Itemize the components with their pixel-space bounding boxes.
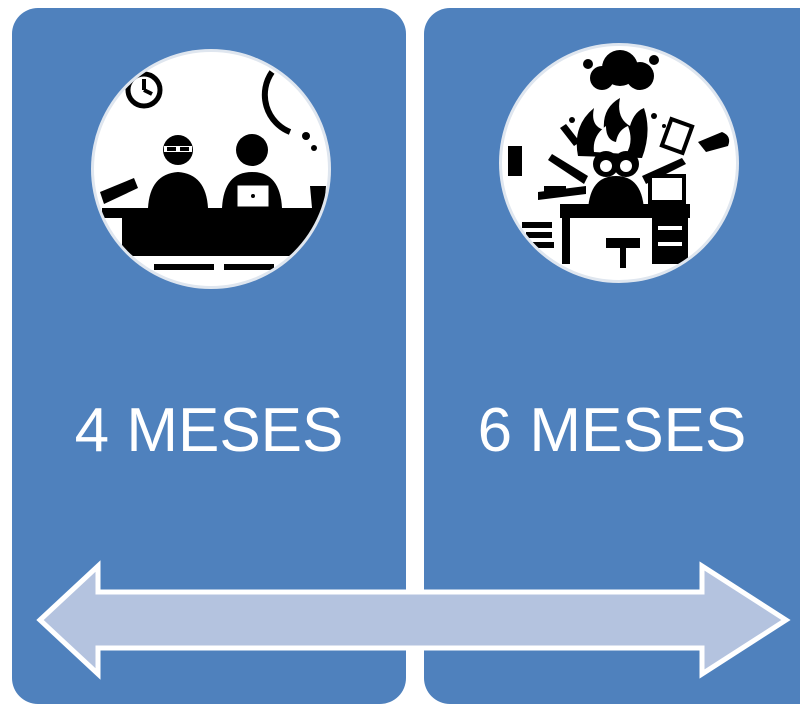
label-6-meses: 6 MESES (477, 396, 747, 465)
people-at-desk-illustration (100, 70, 328, 286)
stressed-worker-illustration (508, 50, 730, 268)
label-4-meses: 4 MESES (74, 396, 344, 465)
people-at-desk-icon (94, 52, 328, 286)
double-headed-arrow (36, 560, 791, 680)
arrow-shape (36, 560, 791, 680)
stressed-worker-on-fire-icon (502, 46, 736, 280)
